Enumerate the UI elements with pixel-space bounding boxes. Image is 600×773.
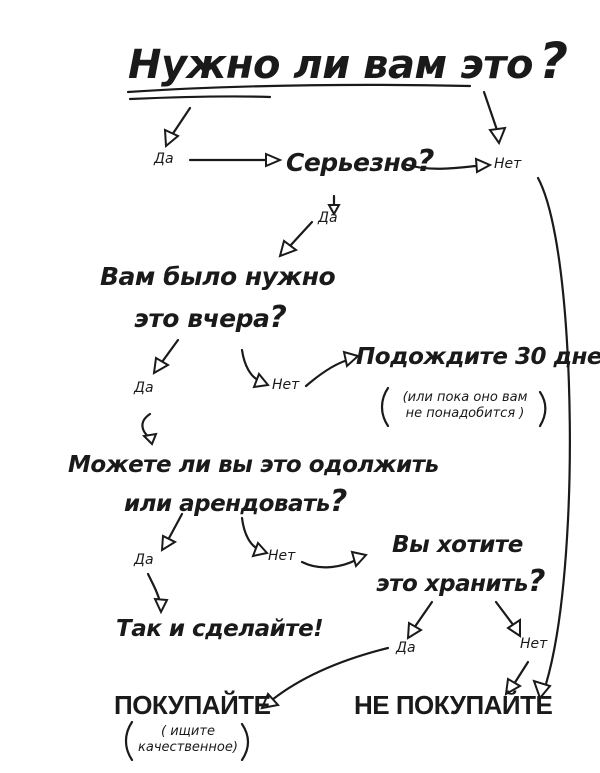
paren-right-buy bbox=[240, 722, 250, 762]
yes-yesterday-label: Да bbox=[134, 380, 154, 396]
paren-left-buy bbox=[124, 720, 134, 762]
arrowhead bbox=[141, 432, 158, 446]
keep-mark: ? bbox=[527, 564, 545, 599]
title-underline bbox=[126, 83, 472, 94]
arrow-seriously-to-no bbox=[402, 162, 478, 170]
buy-note: ( ищите качественное) bbox=[132, 724, 244, 756]
arrow-title-to-yes bbox=[170, 106, 192, 137]
seriously-question: Серьезно? bbox=[286, 144, 434, 179]
wait-note-line-1: (или пока оно вам bbox=[402, 390, 528, 405]
arrowhead bbox=[532, 679, 552, 700]
buy-note-line-2: качественное) bbox=[138, 740, 238, 755]
paren-right-wait bbox=[538, 390, 547, 428]
arrow-borrow-to-yes bbox=[166, 512, 184, 542]
arrowhead bbox=[160, 534, 178, 552]
seriously-mark: ? bbox=[416, 144, 434, 179]
arrowhead bbox=[506, 618, 521, 638]
arrowhead bbox=[406, 621, 423, 640]
arrow-no-to-dontbuy-2 bbox=[512, 660, 530, 686]
yes-borrow-label: Да bbox=[134, 552, 154, 568]
arrowhead bbox=[153, 597, 169, 615]
arrow-yesterday-to-yes bbox=[160, 338, 180, 364]
arrow-yes-to-yesterday bbox=[288, 220, 314, 248]
arrowhead bbox=[152, 356, 170, 375]
paren-left-wait bbox=[380, 386, 390, 428]
keep-line-1: Вы хотите bbox=[392, 532, 523, 558]
yes-seriously-label: Да bbox=[318, 210, 338, 226]
wait-30-days: Подождите 30 дней bbox=[356, 344, 600, 370]
no-borrow-label: Нет bbox=[268, 548, 296, 564]
needed-yesterday-mark: ? bbox=[269, 300, 287, 335]
arrow-no-to-wait bbox=[304, 358, 350, 388]
arrowhead bbox=[163, 128, 180, 149]
seriously-text: Серьезно bbox=[286, 148, 417, 177]
arrow-keep-to-yes bbox=[412, 600, 434, 630]
arrowhead bbox=[350, 550, 368, 569]
arrowhead bbox=[265, 152, 283, 168]
borrow-mark: ? bbox=[329, 484, 347, 519]
arrow-yes-to-doit bbox=[146, 572, 162, 604]
title-underline-2 bbox=[128, 95, 272, 101]
keep-line-2: это хранить bbox=[376, 571, 528, 597]
no-keep-label: Нет bbox=[520, 636, 548, 652]
arrow-no-to-dontbuy bbox=[536, 176, 571, 686]
arrow-no-to-keep bbox=[300, 558, 358, 569]
keep-question: это хранить? bbox=[376, 564, 545, 599]
arrowhead bbox=[342, 350, 361, 368]
yes-top-label: Да bbox=[154, 151, 174, 167]
arrow-title-to-no bbox=[482, 90, 499, 132]
arrowhead bbox=[327, 204, 341, 217]
arrowhead bbox=[488, 126, 507, 146]
borrow-question: или арендовать? bbox=[124, 484, 347, 519]
no-top-label: Нет bbox=[494, 156, 522, 172]
arrowhead bbox=[278, 239, 299, 258]
yes-keep-label: Да bbox=[396, 640, 416, 656]
borrow-line-2: или арендовать bbox=[124, 491, 330, 517]
buy-result: ПОКУПАЙТЕ bbox=[114, 690, 271, 720]
page-title: Нужно ли вам это? bbox=[128, 32, 568, 90]
arrowhead bbox=[504, 677, 522, 696]
needed-yesterday-question: это вчера? bbox=[134, 300, 287, 335]
do-it-result: Так и сделайте! bbox=[116, 616, 324, 642]
needed-yesterday-line-2: это вчера bbox=[134, 304, 270, 333]
buy-note-line-1: ( ищите bbox=[161, 724, 215, 739]
wait-note: (или пока оно вам не понадобится ) bbox=[392, 390, 538, 422]
arrow-keep-to-no bbox=[494, 600, 516, 628]
arrowhead bbox=[251, 541, 269, 558]
title-text: Нужно ли вам это bbox=[128, 42, 533, 88]
arrowhead bbox=[474, 157, 493, 174]
needed-yesterday-line-1: Вам было нужно bbox=[100, 262, 336, 291]
dont-buy-result: НЕ ПОКУПАЙТЕ bbox=[354, 690, 553, 720]
arrow-yes-to-buy bbox=[270, 646, 390, 702]
title-question-mark: ? bbox=[538, 32, 568, 90]
wait-note-line-2: не понадобится ) bbox=[405, 406, 525, 421]
no-yesterday-label: Нет bbox=[272, 377, 300, 393]
arrowhead bbox=[260, 692, 280, 710]
borrow-line-1: Можете ли вы это одолжить bbox=[68, 452, 439, 478]
arrowhead bbox=[252, 372, 270, 389]
